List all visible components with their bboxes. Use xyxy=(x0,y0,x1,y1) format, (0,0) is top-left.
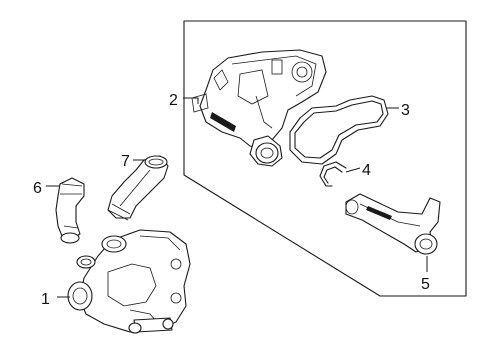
callout-4: 4 xyxy=(362,162,371,179)
callout-3: 3 xyxy=(401,102,410,119)
callout-1: 1 xyxy=(41,291,50,308)
callout-5: 5 xyxy=(421,276,430,293)
kit-frame xyxy=(183,20,467,297)
part-3-gasket xyxy=(289,95,389,165)
part-7-large-hose xyxy=(107,155,169,221)
leader-4 xyxy=(345,167,361,173)
callout-2: 2 xyxy=(169,92,178,109)
callout-6: 6 xyxy=(33,180,42,197)
part-2-thermostat-housing xyxy=(191,49,327,167)
callout-7: 7 xyxy=(121,153,130,170)
part-1-coolant-pump xyxy=(67,229,191,334)
leader-2 xyxy=(183,97,199,104)
part-5-pipe xyxy=(345,193,441,255)
part-6-small-hose xyxy=(55,177,85,244)
part-4-clip xyxy=(319,161,347,187)
